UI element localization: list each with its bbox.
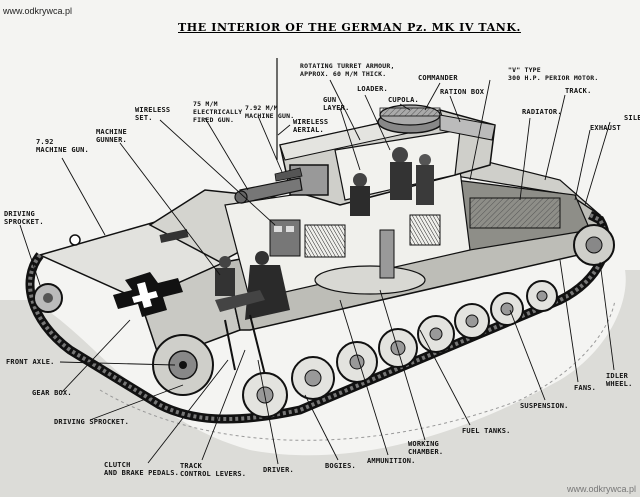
idler-wheel-shape (573, 224, 615, 266)
label-loader: LOADER. (357, 85, 388, 93)
road-wheel (336, 341, 378, 383)
turret-crew (350, 147, 434, 216)
label-track-top: TRACK. (565, 87, 592, 95)
road-wheel (490, 292, 524, 326)
coaxial-mg (274, 167, 303, 182)
road-wheel (417, 315, 455, 353)
label-track-control: TRACK CONTROL LEVERS. (180, 462, 247, 478)
label-silencer: SILE (624, 114, 640, 122)
hull-mg-ball (69, 234, 81, 246)
label-turret-armour: ROTATING TURRET ARMOUR, APPROX. 60 m/m T… (300, 62, 395, 78)
label-mg-792-left: 7.92 MACHINE GUN. (36, 138, 89, 154)
road-wheel (291, 356, 335, 400)
road-wheel (378, 328, 418, 368)
label-gun-layer: GUN LAYER. (323, 96, 350, 112)
watermark-top: www.odkrywca.pl (3, 6, 73, 16)
drive-sprocket-left (33, 283, 63, 313)
label-wireless-aerial: WIRELESS AERIAL. (293, 118, 329, 134)
road-wheel (526, 280, 558, 312)
label-driver: DRIVER. (263, 466, 294, 474)
turret (234, 58, 496, 216)
label-fans: FANS. (574, 384, 597, 392)
ground-shadow (0, 270, 640, 497)
label-75mm-gun: 75 m/m ELECTRICALLY FIRED GUN. (193, 100, 243, 124)
label-fuel-tanks: FUEL TANKS. (462, 427, 511, 435)
label-driving-sprocket-left: DRIVING SPROCKET. (4, 210, 44, 226)
balkenkreuz-emblem (113, 272, 183, 317)
label-working-chamber: WORKING CHAMBER. (408, 440, 444, 456)
label-radiator: RADIATOR. (522, 108, 562, 116)
watermark-bottom: www.odkrywca.pl (566, 484, 636, 494)
label-clutch-brake: CLUTCH AND BRAKE PEDALS. (104, 461, 180, 477)
label-bogies: BOGIES. (325, 462, 356, 470)
hull-crew (215, 251, 290, 376)
label-machine-gunner: MACHINE GUNNER. (96, 128, 127, 144)
front-sprocket-wheel (152, 334, 214, 396)
label-exhaust: EXHAUST (590, 124, 621, 132)
label-mg-792-top: 7.92 m/m MACHINE GUN. (245, 104, 295, 120)
label-front-axle: FRONT AXLE. (6, 358, 55, 366)
label-suspension: SUSPENSION. (520, 402, 569, 410)
label-driving-sprocket-bottom: DRIVING SPROCKET. (54, 418, 130, 426)
label-ration-box: RATION BOX (440, 88, 485, 96)
label-cupola: CUPOLA. (388, 96, 419, 104)
diagram-title: THE INTERIOR OF THE GERMAN Pz. MK IV TAN… (178, 21, 521, 34)
label-wireless-set: WIRELESS SET. (135, 106, 171, 122)
road-wheel (454, 303, 490, 339)
label-ammunition: AMMUNITION. (367, 457, 416, 465)
label-commander: COMMANDER (418, 74, 458, 82)
label-idler-wheel: IDLER WHEEL. (606, 372, 633, 388)
leader-lines (19, 79, 615, 465)
label-v-type-motor: "V" TYPE 300 H.P. PERIOR MOTOR. (508, 66, 599, 82)
label-gear-box: GEAR BOX. (32, 389, 72, 397)
